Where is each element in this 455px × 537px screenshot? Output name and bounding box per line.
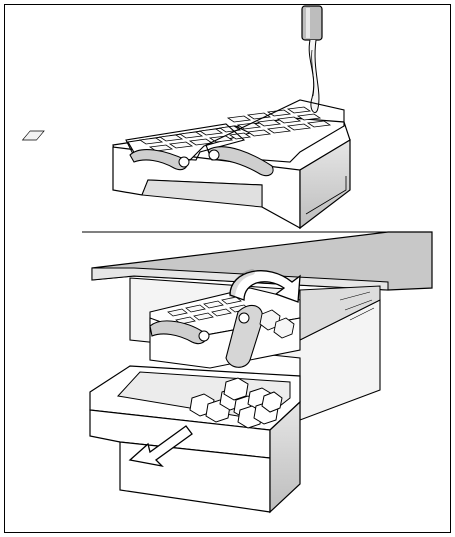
ice-bin xyxy=(90,366,300,512)
faucet-icon xyxy=(302,6,322,40)
